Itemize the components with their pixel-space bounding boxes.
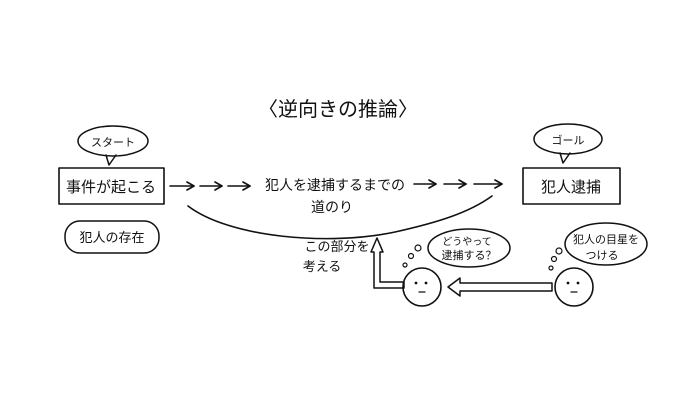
hollow-arrow-up bbox=[370, 237, 405, 289]
start-note-box: 犯人の存在 bbox=[64, 220, 160, 254]
hollow-arrow-left bbox=[447, 277, 553, 297]
goal-box-label: 犯人逮捕 bbox=[541, 178, 601, 196]
thought-dots-left bbox=[402, 244, 422, 268]
thought-left-line1: どうやって bbox=[442, 236, 492, 248]
thought-right-line1: 犯人の目星を bbox=[573, 233, 639, 246]
thinking-person-right bbox=[554, 267, 594, 307]
start-note-label: 犯人の存在 bbox=[79, 231, 144, 246]
thought-bubble-left: どうやって 逮捕する？ bbox=[427, 228, 511, 268]
goal-box: 犯人逮捕 bbox=[522, 167, 621, 205]
start-tag-label: スタート bbox=[91, 136, 135, 149]
goal-tag-label: ゴール bbox=[552, 133, 585, 147]
start-box-label: 事件が起こる bbox=[66, 178, 156, 196]
thought-right-line2: つける bbox=[586, 249, 619, 262]
thinking-person-left bbox=[402, 267, 442, 307]
start-tag-bubble: スタート bbox=[77, 125, 149, 166]
span-curve bbox=[187, 195, 493, 240]
focus-note-line1: この部分を bbox=[304, 240, 369, 255]
thought-dots-right bbox=[548, 247, 563, 271]
diagram-title: 〈逆向きの推論〉 bbox=[258, 97, 418, 121]
thought-bubble-right: 犯人の目星を つける bbox=[564, 222, 648, 266]
path-label-line1: 犯人を逮捕するまでの bbox=[265, 178, 405, 194]
start-box: 事件が起こる bbox=[58, 167, 165, 205]
focus-note-line2: 考える bbox=[303, 260, 342, 275]
goal-tag-bubble: ゴール bbox=[533, 123, 603, 164]
thought-left-line2: 逮捕する？ bbox=[442, 248, 497, 262]
path-label-line2: 道のり bbox=[311, 200, 353, 216]
